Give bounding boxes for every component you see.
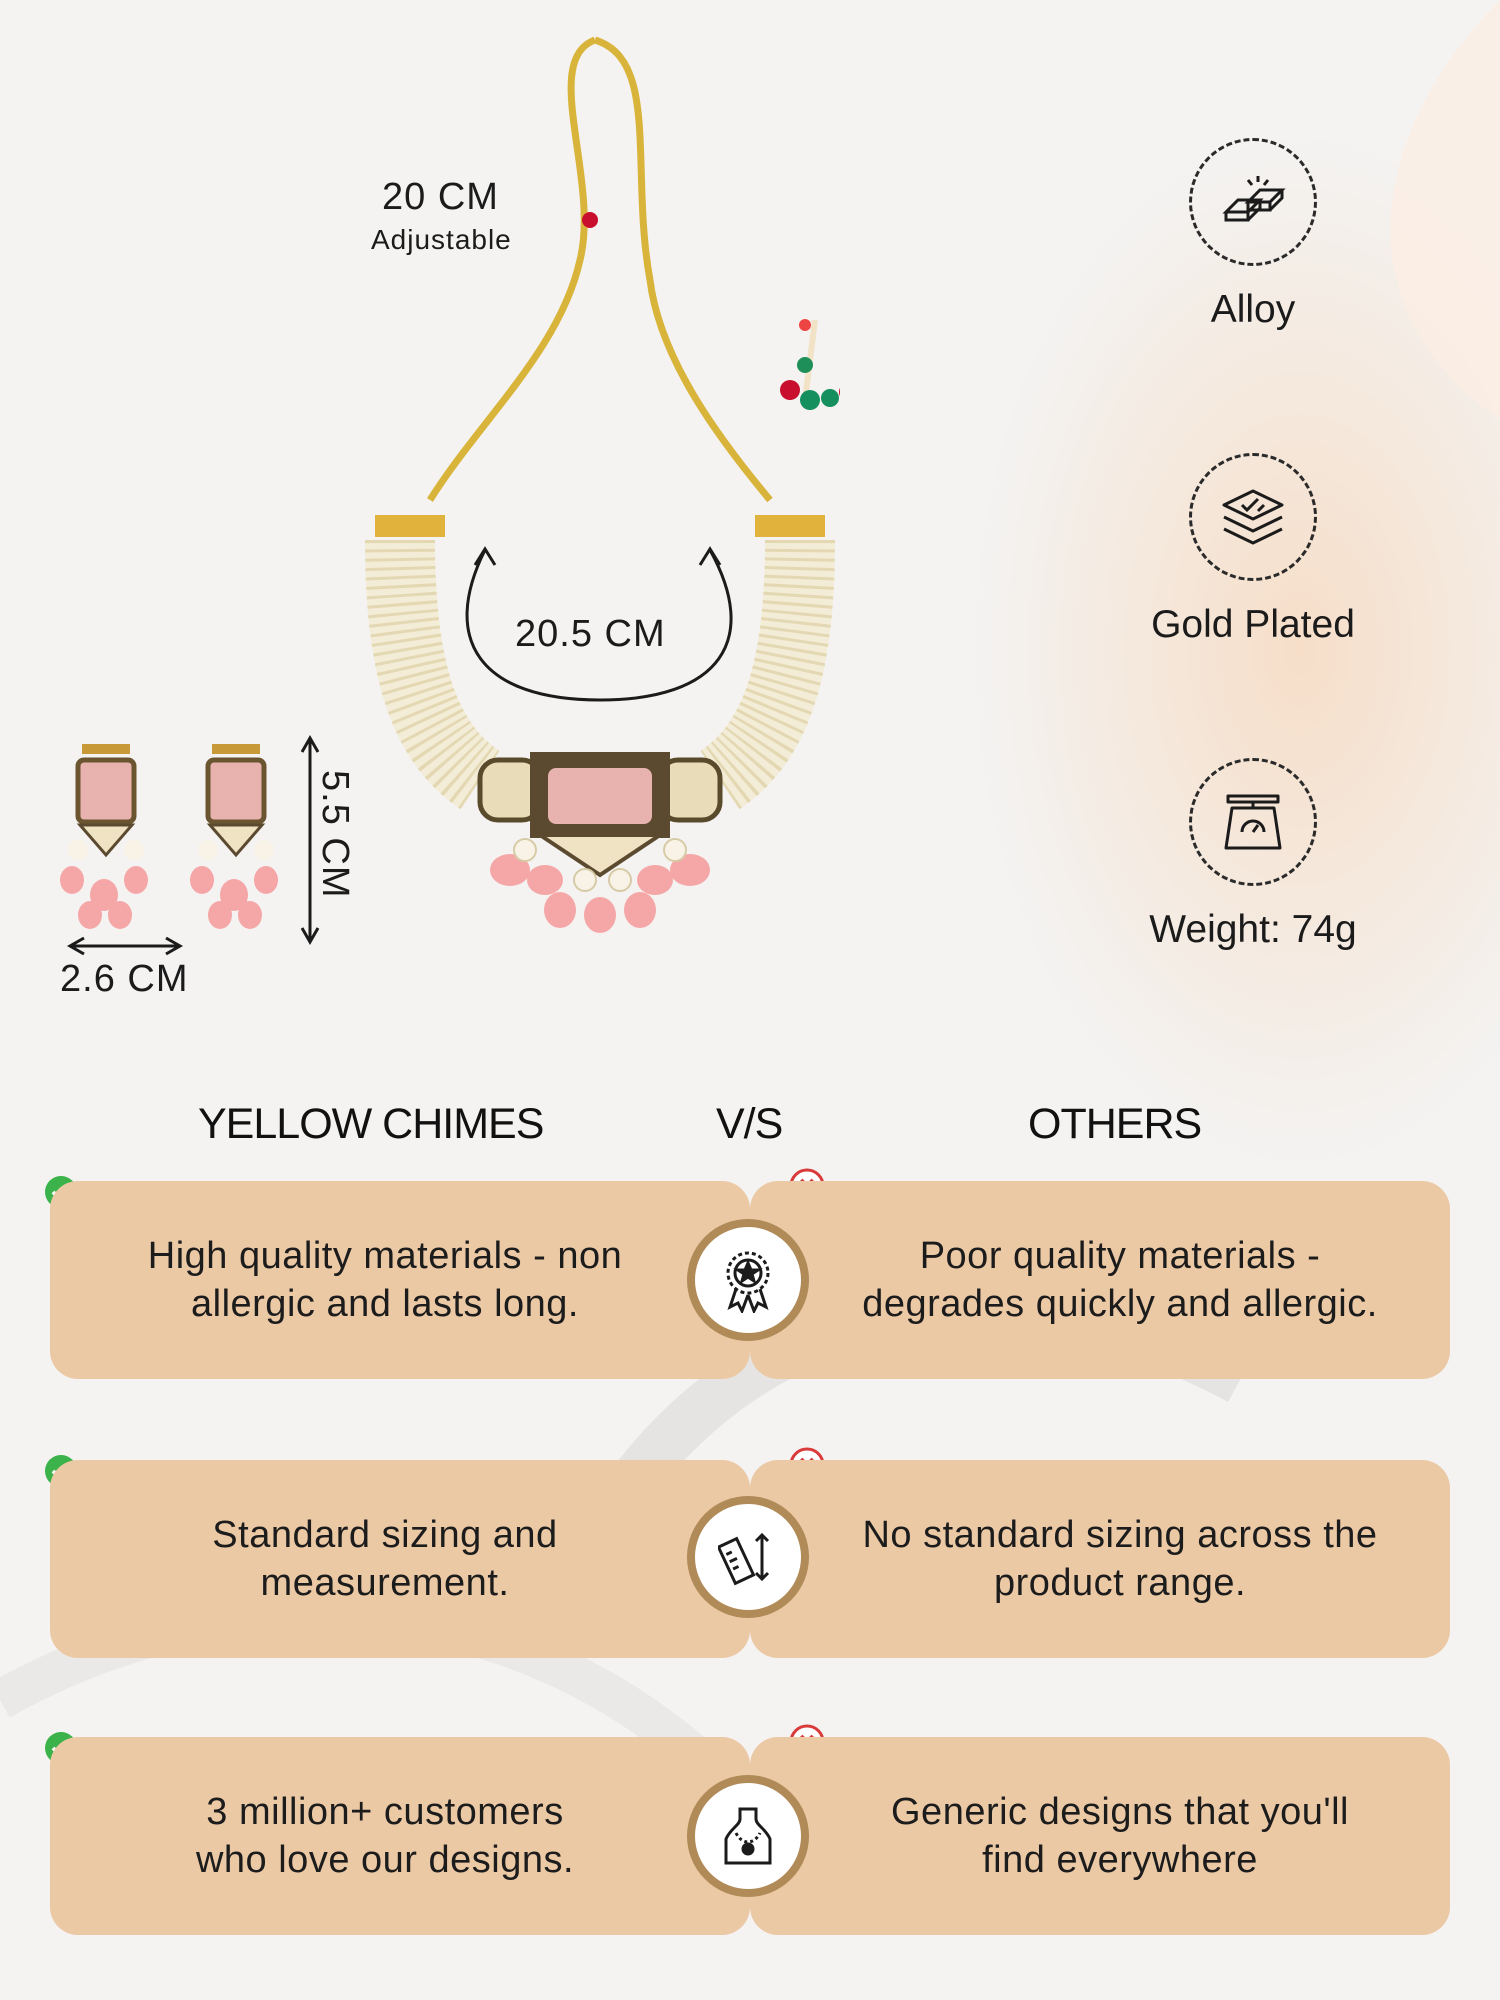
quality-badge-icon [687, 1219, 809, 1341]
ours-text-line: measurement. [260, 1562, 510, 1604]
others-text-line: Poor quality materials - [919, 1235, 1321, 1277]
others-card-designs: Generic designs that you'll find everywhe… [750, 1737, 1450, 1935]
others-text-line: find everywhere [982, 1839, 1258, 1881]
earring-height-label: 5.5 CM [314, 770, 356, 899]
ours-text-line: Standard sizing and [212, 1514, 558, 1556]
feature-label-alloy: Alloy [1210, 288, 1296, 331]
ours-text-line: allergic and lasts long. [191, 1283, 579, 1325]
others-card-quality: Poor quality materials - degrades quickly… [750, 1181, 1450, 1379]
jewelry-bust-icon [687, 1775, 809, 1897]
header-yellow-chimes: YELLOW CHIMES [198, 1100, 544, 1148]
layers-icon [1189, 453, 1317, 581]
others-text-line: degrades quickly and allergic. [862, 1283, 1378, 1325]
feature-gold-plated: Gold Plated [1123, 453, 1383, 647]
feature-weight: Weight: 74g [1123, 758, 1383, 952]
ours-text-line: High quality materials - non [147, 1235, 623, 1277]
ours-card-sizing: Standard sizing and measurement. [50, 1460, 750, 1658]
ours-card-customers: 3 million+ customers who love our designs… [50, 1737, 750, 1935]
necklace-span-label: 20.5 CM [515, 613, 666, 655]
feature-label-gold-plated: Gold Plated [1151, 603, 1355, 646]
header-others: OTHERS [1028, 1100, 1202, 1148]
necklace-illustration [365, 36, 840, 933]
feature-label-weight: Weight: 74g [1149, 908, 1357, 951]
earrings-illustration [60, 734, 320, 956]
others-text-line: Generic designs that you'll [891, 1791, 1349, 1833]
others-card-sizing: No standard sizing across the product ran… [750, 1460, 1450, 1658]
others-text-line: product range. [993, 1562, 1247, 1604]
cord-length-label: 20 CM [382, 176, 499, 218]
weighing-scale-icon [1189, 758, 1317, 886]
others-text-line: No standard sizing across the [862, 1514, 1378, 1556]
cord-adjustable-label: Adjustable [371, 224, 512, 255]
earring-width-label: 2.6 CM [60, 958, 189, 1000]
ours-card-quality: High quality materials - non allergic and… [50, 1181, 750, 1379]
ours-text-line: who love our designs. [195, 1839, 575, 1881]
header-vs: V/S [716, 1100, 783, 1148]
ruler-measure-icon [687, 1496, 809, 1618]
gold-bars-icon [1189, 138, 1317, 266]
feature-alloy: Alloy [1123, 138, 1383, 332]
ours-text-line: 3 million+ customers [206, 1791, 564, 1833]
